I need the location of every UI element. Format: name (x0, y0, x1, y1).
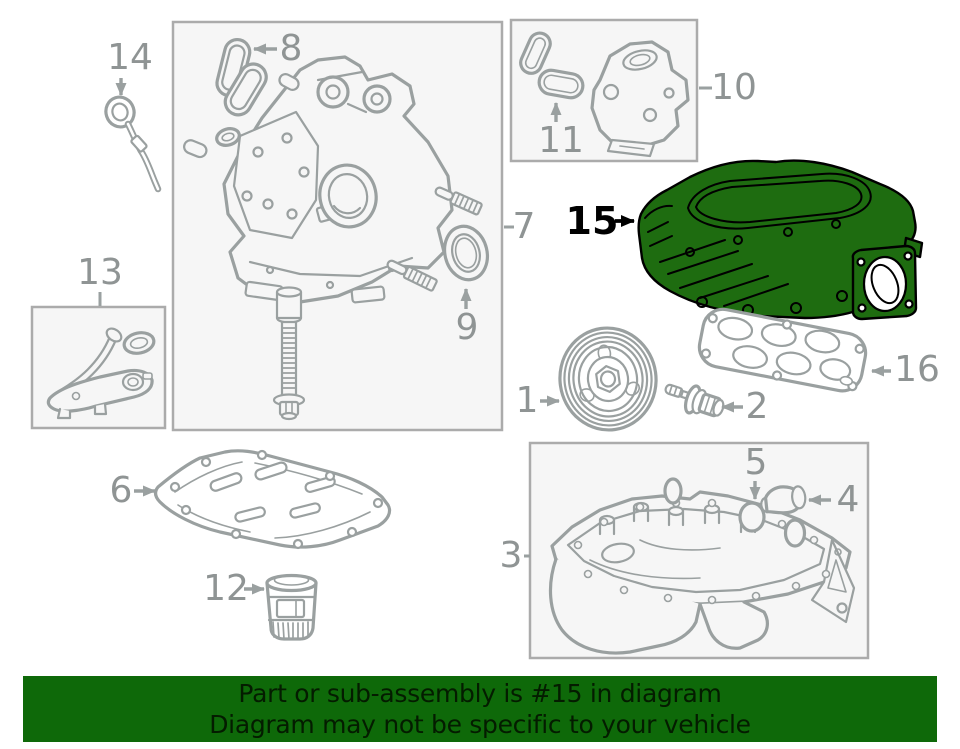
part-15-intake-manifold (637, 159, 924, 321)
part-9-crank-seal (443, 224, 489, 282)
o-ring-top (663, 477, 683, 505)
part-3-oil-pan (548, 490, 856, 655)
notice-banner: Part or sub-assembly is #15 in diagram D… (23, 676, 937, 742)
o-ring-bottom (783, 518, 807, 548)
o-ring-a (215, 127, 241, 147)
part-5-o-ring (738, 501, 766, 533)
part-16-manifold-gasket (697, 307, 868, 393)
notice-banner-line2: Diagram may not be specific to your vehi… (209, 710, 751, 739)
part-1-crank-pulley (558, 326, 658, 432)
callout-label-1: 1 (515, 380, 539, 421)
dowel-pin-b (278, 73, 300, 91)
callout-label-6: 6 (109, 470, 133, 511)
callout-label-9: 9 (455, 307, 479, 348)
stud-bolt-lower (386, 259, 438, 292)
part-14-dipstick (104, 95, 162, 193)
callout-label-7: 7 (512, 206, 536, 247)
part-2-pulley-bolt (664, 383, 725, 418)
callout-label-16: 16 (894, 349, 940, 390)
callout-label-13: 13 (77, 252, 123, 293)
part-12-oil-filter (265, 573, 318, 641)
part-4-drain-plug (760, 485, 807, 515)
callout-label-3: 3 (499, 535, 523, 576)
part-8-seal-gaskets (215, 37, 268, 117)
callout-label-8: 8 (279, 28, 303, 69)
callout-label-5: 5 (744, 442, 768, 483)
callout-label-2: 2 (745, 386, 769, 427)
callout-label-12: 12 (203, 568, 249, 609)
part-10-oil-filter-base (590, 40, 690, 158)
callout-label-15: 15 (565, 199, 619, 243)
callout-label-4: 4 (836, 479, 860, 520)
dowel-pin-a (183, 139, 208, 159)
callout-label-11: 11 (538, 120, 584, 161)
part-13-oil-strainer (46, 327, 156, 420)
part-11-gaskets (519, 31, 585, 100)
mount-bolt-and-spacer (272, 286, 306, 421)
callout-label-14: 14 (107, 37, 153, 78)
stud-bolt-upper (434, 186, 483, 216)
callout-arrows (98, 43, 891, 595)
notice-banner-line1: Part or sub-assembly is #15 in diagram (238, 679, 722, 708)
part-6-baffle-plate (153, 449, 392, 550)
callout-label-10: 10 (711, 67, 757, 108)
